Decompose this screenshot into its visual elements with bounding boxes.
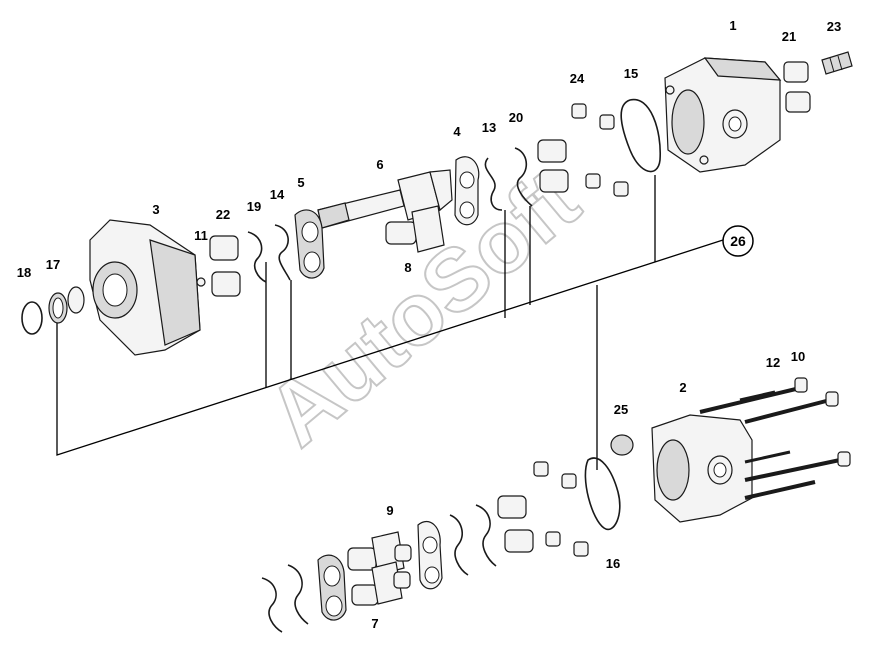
part-4-plate[interactable]	[454, 156, 480, 226]
part-24-pins[interactable]	[571, 103, 629, 197]
part-labels: 1 2 3 4 5 6 7 8 9 10 11 12 13 14 15 16 1…	[17, 18, 841, 631]
label-11: 11	[194, 228, 208, 243]
callout-26[interactable]: 26	[722, 225, 754, 257]
label-12: 12	[766, 355, 780, 370]
part-22-bushings[interactable]	[209, 235, 241, 297]
part-10-bolts[interactable]	[699, 377, 851, 500]
part-14-snap-ring[interactable]	[274, 224, 291, 281]
part-21-bushings[interactable]	[783, 61, 811, 113]
leader-lines	[56, 175, 724, 470]
label-17: 17	[46, 257, 60, 272]
part-1-housing[interactable]	[664, 57, 782, 173]
part-11-plug[interactable]	[196, 277, 206, 287]
part-3-front-cover[interactable]	[89, 219, 201, 356]
part-7-gear[interactable]	[351, 561, 411, 606]
label-18: 18	[17, 265, 31, 280]
label-5: 5	[297, 175, 304, 190]
label-20: 20	[509, 110, 523, 125]
part-5-plate[interactable]	[294, 209, 325, 279]
label-1: 1	[729, 18, 736, 33]
plate-lower-right[interactable]	[417, 520, 443, 590]
part-17-seal[interactable]	[48, 286, 85, 324]
pins-lower[interactable]	[533, 461, 589, 557]
part-15-seal[interactable]	[620, 98, 661, 173]
callout-26-label: 26	[730, 233, 746, 249]
part-18-ring[interactable]	[21, 301, 43, 335]
label-3: 3	[152, 202, 159, 217]
label-14: 14	[270, 187, 285, 202]
part-19-snap-ring[interactable]	[247, 231, 267, 283]
label-15: 15	[624, 66, 638, 81]
label-2: 2	[679, 380, 686, 395]
bushings-lower[interactable]	[497, 495, 534, 553]
label-7: 7	[371, 616, 378, 631]
label-25: 25	[614, 402, 628, 417]
part-23-spline-shaft[interactable]	[821, 51, 853, 75]
label-13: 13	[482, 120, 496, 135]
label-21: 21	[782, 29, 796, 44]
label-8: 8	[404, 260, 411, 275]
label-19: 19	[247, 199, 261, 214]
label-9: 9	[386, 503, 393, 518]
label-6: 6	[376, 157, 383, 172]
snap-rings-lower[interactable]	[261, 504, 497, 633]
label-16: 16	[606, 556, 620, 571]
part-16-seal[interactable]	[584, 457, 621, 531]
plate-lower-left[interactable]	[317, 554, 347, 621]
part-8-driven-gear[interactable]	[385, 205, 445, 253]
label-23: 23	[827, 19, 841, 34]
part-2-rear-housing[interactable]	[651, 414, 753, 523]
label-10: 10	[791, 349, 805, 364]
part-25-plug[interactable]	[610, 434, 634, 456]
part-20-snap-rings[interactable]	[514, 147, 533, 207]
label-22: 22	[216, 207, 230, 222]
label-24: 24	[570, 71, 585, 86]
bushings-upper[interactable]	[537, 139, 569, 193]
part-13-snap-rings[interactable]	[484, 157, 503, 211]
label-4: 4	[453, 124, 461, 139]
part-12-bolts[interactable]	[739, 390, 791, 464]
